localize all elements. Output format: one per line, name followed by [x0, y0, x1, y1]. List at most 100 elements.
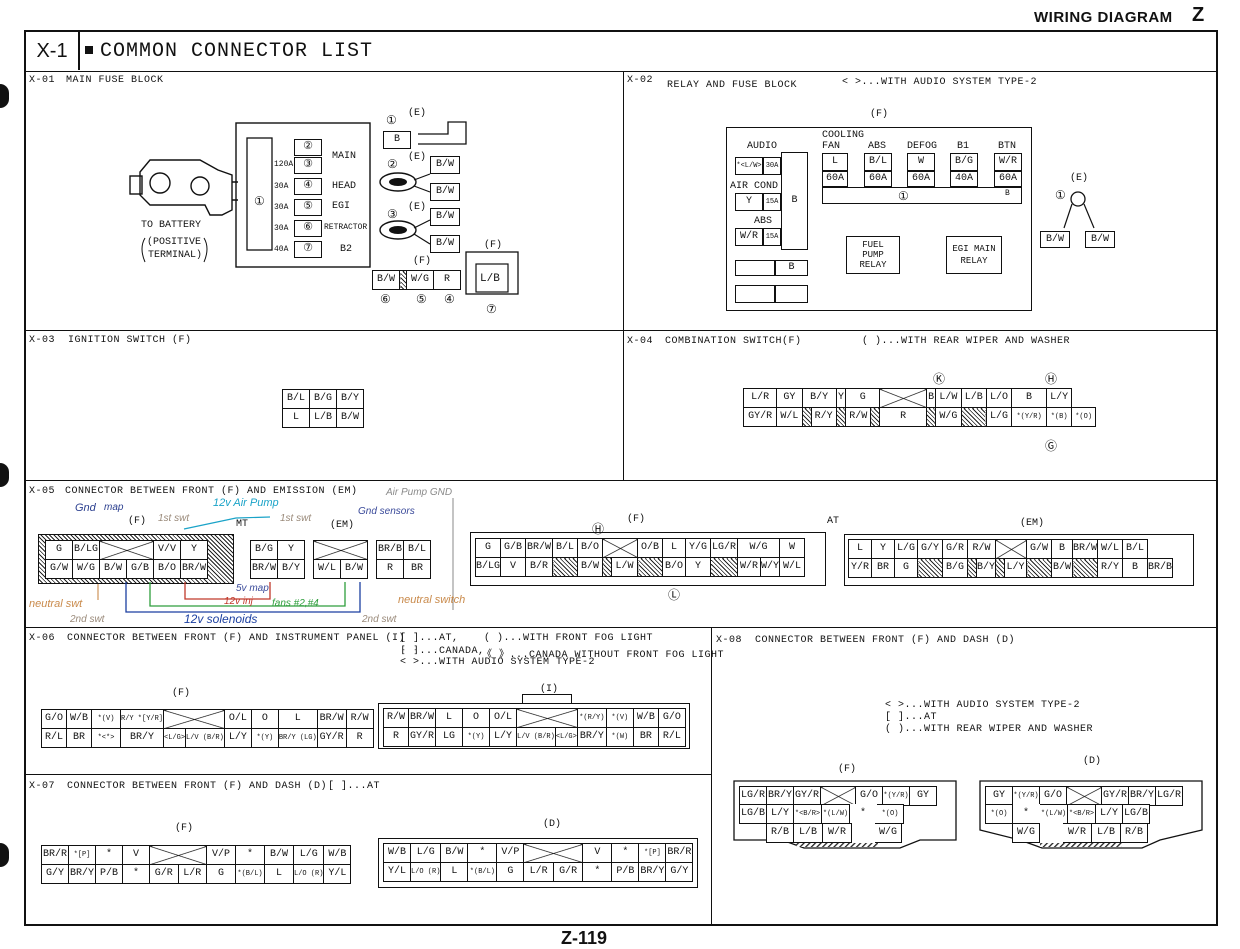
x05-c1-pin: Y — [180, 540, 208, 560]
x04-pin: R — [879, 407, 927, 427]
x06-i-pin: L/Y — [489, 727, 517, 747]
hatch-cell — [552, 557, 579, 577]
section-title: COMMON CONNECTOR LIST — [100, 40, 374, 63]
x08-f-pin: LG/R — [739, 786, 767, 806]
x04-id: X-04 — [627, 336, 654, 347]
x07-f-pin: L/O (R) — [292, 864, 325, 884]
x08-d-pin: *<B/R> — [1067, 804, 1096, 824]
x02-id: X-02 — [627, 75, 654, 86]
x01-id: X-01 — [29, 75, 56, 86]
x08-f-connector-r1: LG/R BR/Y GY/R G/O *(Y/R) GY — [739, 786, 937, 806]
x01-c1-pin: B — [383, 131, 411, 149]
x04-k-mark: Ⓚ — [933, 373, 946, 387]
x04-pin: L/G — [985, 407, 1013, 427]
x08-f-tag: (F) — [838, 764, 857, 775]
x02-aircond-label: AIR COND — [730, 181, 779, 192]
fuse-7-amp: 40A — [274, 245, 289, 254]
x05-f2-tag: (F) — [627, 514, 646, 525]
x02-aircond-amp: 15A — [763, 193, 781, 211]
x05-c4-pin: BR/W — [1072, 539, 1099, 559]
fuse-6-amp: 30A — [274, 224, 289, 233]
x02-strip-num: ① — [898, 190, 909, 204]
x08-d-pin: *(Y/R) — [1012, 786, 1040, 806]
x08-note-2: [ ]...AT — [885, 712, 938, 723]
x04-h-mark: Ⓗ — [1045, 373, 1058, 387]
x05-c4-pin: BR/B — [1147, 558, 1174, 578]
binder-hole — [0, 84, 9, 108]
x02-fuel-l1: FUEL — [862, 240, 884, 250]
x06-i-latch — [522, 694, 572, 704]
hatch-cell — [1072, 558, 1099, 578]
x08-f-connector-r3: R/B L/B W/R W/G — [766, 823, 902, 843]
x05-em2-tag: (EM) — [1020, 518, 1045, 529]
x06-note-5: < >...WITH AUDIO SYSTEM TYPE-2 — [400, 657, 596, 668]
fuse-main-num: ① — [254, 195, 265, 209]
x02-e-pin: B/W — [1085, 231, 1115, 248]
x06-f-pin: *(Y) — [250, 728, 279, 748]
x08-d-connector-r3: W/G W/R L/B R/B — [1012, 823, 1148, 843]
x07-f-pin: * — [122, 864, 150, 884]
x02-col-h2: DEFOG — [907, 141, 938, 152]
x08-title: CONNECTOR BETWEEN FRONT (F) AND DASH (D) — [755, 635, 1016, 646]
x01-cf-num-5: ⑤ — [416, 293, 427, 307]
x05-c1-pin: BR/W — [180, 559, 208, 579]
x08-f-pin: W/G — [874, 823, 902, 843]
x04-pin: *(B) — [1045, 407, 1073, 427]
x02-fuel-l2: PUMP — [862, 250, 884, 260]
x07-d-tag: (D) — [543, 819, 562, 830]
x01-c3-tag: (E) — [408, 202, 427, 213]
x08-d-pin: LG/R — [1155, 786, 1183, 806]
binder-hole — [0, 463, 9, 487]
ann-air-pump: 12v Air Pump — [213, 497, 279, 509]
x08-id: X-08 — [716, 635, 743, 646]
bullet-icon — [85, 46, 93, 54]
x01-c2-pin-2: B/W — [430, 183, 460, 201]
x08-f-pin: L/Y — [766, 804, 794, 824]
x08-d-pin: L/B — [1091, 823, 1121, 843]
x05-c2-pin: BR — [403, 559, 431, 579]
x01-cf-num-4: ④ — [444, 293, 455, 307]
x07-f-pin: Y/L — [323, 864, 352, 884]
hatch-cell — [637, 557, 664, 577]
x05-c3-pin: V — [500, 557, 527, 577]
x05-c2-pin: B/W — [340, 559, 368, 579]
fuse-3-num: ③ — [294, 157, 322, 174]
x02-col-h2: ABS — [868, 141, 887, 152]
x08-f-pin: LG/B — [739, 804, 767, 824]
x08-f-pin: *(Y/R) — [882, 786, 910, 806]
x08-d-pin: W/G — [1012, 823, 1040, 843]
x02-col-pin: L — [822, 153, 848, 171]
x07-d-pin: L/O (R) — [409, 862, 442, 882]
hatch-cell — [1026, 558, 1053, 578]
x01-c3-pin-2: B/W — [430, 235, 460, 253]
x02-egi-relay: EGI MAIN RELAY — [946, 236, 1002, 274]
x06-i-key — [516, 708, 578, 728]
x02-col-h2: B1 — [957, 141, 970, 152]
ann-1st-swt-2: 1st swt — [280, 513, 312, 524]
section-id: X-1 — [26, 32, 80, 70]
x05-c3-pin: B/LG — [474, 557, 502, 577]
x01-c3-num: ③ — [387, 208, 398, 222]
x02-col-amp: 40A — [950, 171, 978, 187]
x05-at-tag: AT — [827, 516, 840, 527]
x06-i-pin: *(W) — [605, 727, 634, 747]
x02-col-amp: 60A — [864, 171, 892, 187]
x01-c7-tag: (F) — [484, 240, 503, 251]
x08-f-pin: * — [859, 808, 866, 819]
x04-pin: R/Y — [810, 407, 837, 427]
x08-d-pin: BR/Y — [1128, 786, 1156, 806]
header-title: WIRING DIAGRAM — [1034, 9, 1173, 26]
ann-1st-swt: 1st swt — [158, 513, 190, 524]
x06-i-pin: R/L — [657, 727, 686, 747]
fuse-3-amp: 120A — [274, 160, 294, 169]
x02-strip-b: B — [1005, 189, 1010, 198]
hatch-cell — [960, 407, 987, 427]
fuse-2-num: ② — [294, 139, 322, 156]
x02-relay-slot — [775, 285, 808, 303]
x02-col-h2: FAN — [822, 141, 841, 152]
x07-d-connector: W/B L/G B/W * V/P V * *[P] BR/R Y/L L/O … — [383, 843, 694, 882]
battery-label-1: TO BATTERY — [141, 220, 202, 231]
x06-f-connector: G/O W/B *(V) R/Y *[Y/R] O/L O L BR/W R/W… — [41, 709, 374, 748]
x05-c4-key — [995, 539, 1028, 559]
